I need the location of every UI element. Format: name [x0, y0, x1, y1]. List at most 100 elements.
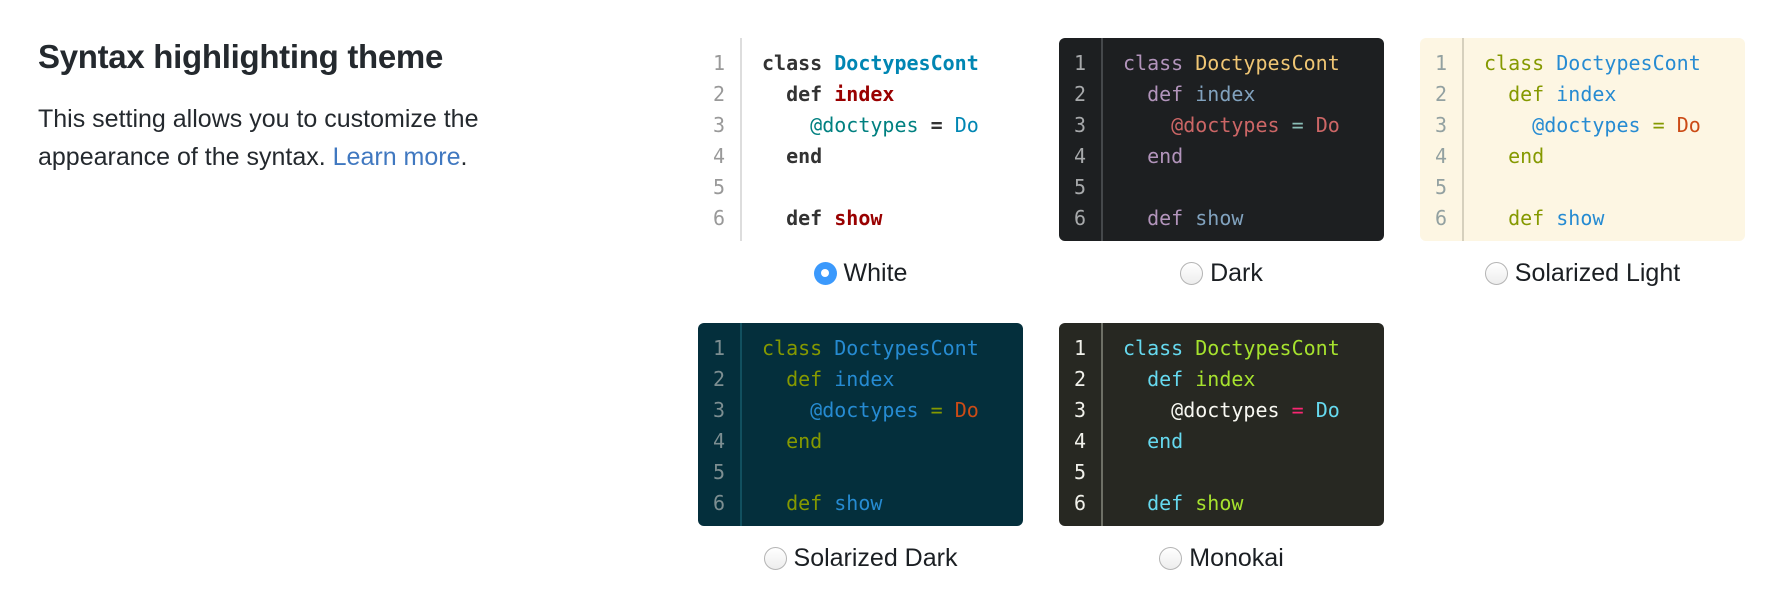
theme-choice-solarized-light[interactable]: Solarized Light [1420, 257, 1745, 289]
theme-radio-monokai[interactable] [1159, 546, 1183, 570]
token-plain [1123, 144, 1147, 168]
token-keyword: end [1147, 144, 1184, 168]
token-ivar: @doctypes [1171, 398, 1280, 422]
line-number: 2 [712, 82, 726, 106]
token-plain [1484, 144, 1508, 168]
token-method: show [834, 206, 883, 230]
code-area: class DoctypesCont def index @doctypes =… [742, 323, 1023, 526]
theme-radio-solarized-light[interactable] [1484, 261, 1508, 285]
token-keyword: def [1508, 82, 1557, 106]
code-line [1123, 457, 1384, 488]
line-number: 1 [1434, 51, 1448, 75]
token-plain [919, 113, 931, 137]
theme-radio-dark[interactable] [1180, 261, 1204, 285]
token-keyword: def [1147, 367, 1196, 391]
token-method: show [834, 491, 883, 515]
theme-radio-label: White [843, 258, 908, 287]
code-area: class DoctypesCont def index @doctypes =… [742, 38, 1023, 241]
code-line: class DoctypesCont [1123, 333, 1384, 364]
line-number: 3 [1434, 113, 1448, 137]
code-line: def index [762, 364, 1023, 395]
code-area: class DoctypesCont def index @doctypes =… [1464, 38, 1745, 241]
token-plain [762, 367, 786, 391]
description-period: . [460, 143, 468, 171]
theme-choice-monokai[interactable]: Monokai [1059, 542, 1384, 574]
code-line: def show [1123, 488, 1384, 519]
token-constant: Do [1315, 113, 1340, 137]
token-keyword: def [1147, 491, 1196, 515]
token-keyword: class [1484, 51, 1557, 75]
line-number: 6 [712, 491, 726, 515]
theme-radio-white[interactable] [813, 261, 837, 285]
token-plain [1123, 429, 1147, 453]
token-keyword: def [786, 206, 835, 230]
code-line: end [1123, 141, 1384, 172]
code-line: def show [1123, 203, 1384, 234]
code-line: def index [1123, 79, 1384, 110]
code-line: @doctypes = Do [1123, 395, 1384, 426]
token-operator: = [1652, 113, 1665, 137]
token-plain [1123, 113, 1171, 137]
token-keyword: def [786, 82, 835, 106]
code-line: @doctypes = Do [762, 110, 1023, 141]
token-plain [943, 398, 955, 422]
learn-more-link[interactable]: Learn more [332, 143, 461, 171]
token-plain [762, 491, 786, 515]
line-number: 6 [1073, 206, 1087, 230]
token-keyword: def [1147, 206, 1196, 230]
token-keyword: end [786, 429, 823, 453]
code-line: class DoctypesCont [1484, 48, 1745, 79]
token-plain [1484, 206, 1508, 230]
code-line: @doctypes = Do [1484, 110, 1745, 141]
line-number: 4 [712, 144, 726, 168]
token-plain [762, 82, 786, 106]
token-plain [1304, 113, 1316, 137]
token-method: index [1195, 367, 1256, 391]
token-keyword: end [1508, 144, 1545, 168]
token-plain [762, 144, 786, 168]
token-ivar: @doctypes [810, 398, 919, 422]
token-ivar: @doctypes [1171, 113, 1280, 137]
token-plain [1280, 398, 1292, 422]
token-constant: Do [954, 113, 979, 137]
theme-radio-solarized-dark[interactable] [763, 546, 787, 570]
token-plain [1123, 491, 1147, 515]
token-method: index [834, 367, 895, 391]
token-operator: = [930, 398, 943, 422]
code-line: def show [762, 203, 1023, 234]
description-text: This setting allows you to customize the… [38, 105, 479, 171]
token-constant: Do [1315, 398, 1340, 422]
token-keyword: class [762, 51, 835, 75]
token-ivar: @doctypes [1532, 113, 1641, 137]
line-number: 5 [712, 175, 726, 199]
theme-choice-solarized-dark[interactable]: Solarized Dark [698, 542, 1023, 574]
line-number: 6 [1073, 491, 1087, 515]
token-class_name: DoctypesCont [834, 51, 979, 75]
line-number: 1 [712, 51, 726, 75]
line-number: 1 [1073, 51, 1087, 75]
code-area: class DoctypesCont def index @doctypes =… [1103, 323, 1384, 526]
theme-radio-label: Dark [1210, 258, 1263, 287]
line-number: 6 [1434, 206, 1448, 230]
token-keyword: class [762, 336, 835, 360]
token-operator: = [1291, 398, 1304, 422]
section-description: This setting allows you to customize the… [38, 100, 528, 176]
token-plain [762, 206, 786, 230]
token-plain [1280, 113, 1292, 137]
theme-choice-white[interactable]: White [698, 257, 1023, 289]
token-keyword: def [1147, 82, 1196, 106]
token-plain [762, 398, 810, 422]
token-plain [1484, 82, 1508, 106]
theme-choice-dark[interactable]: Dark [1059, 257, 1384, 289]
code-line: class DoctypesCont [762, 48, 1023, 79]
